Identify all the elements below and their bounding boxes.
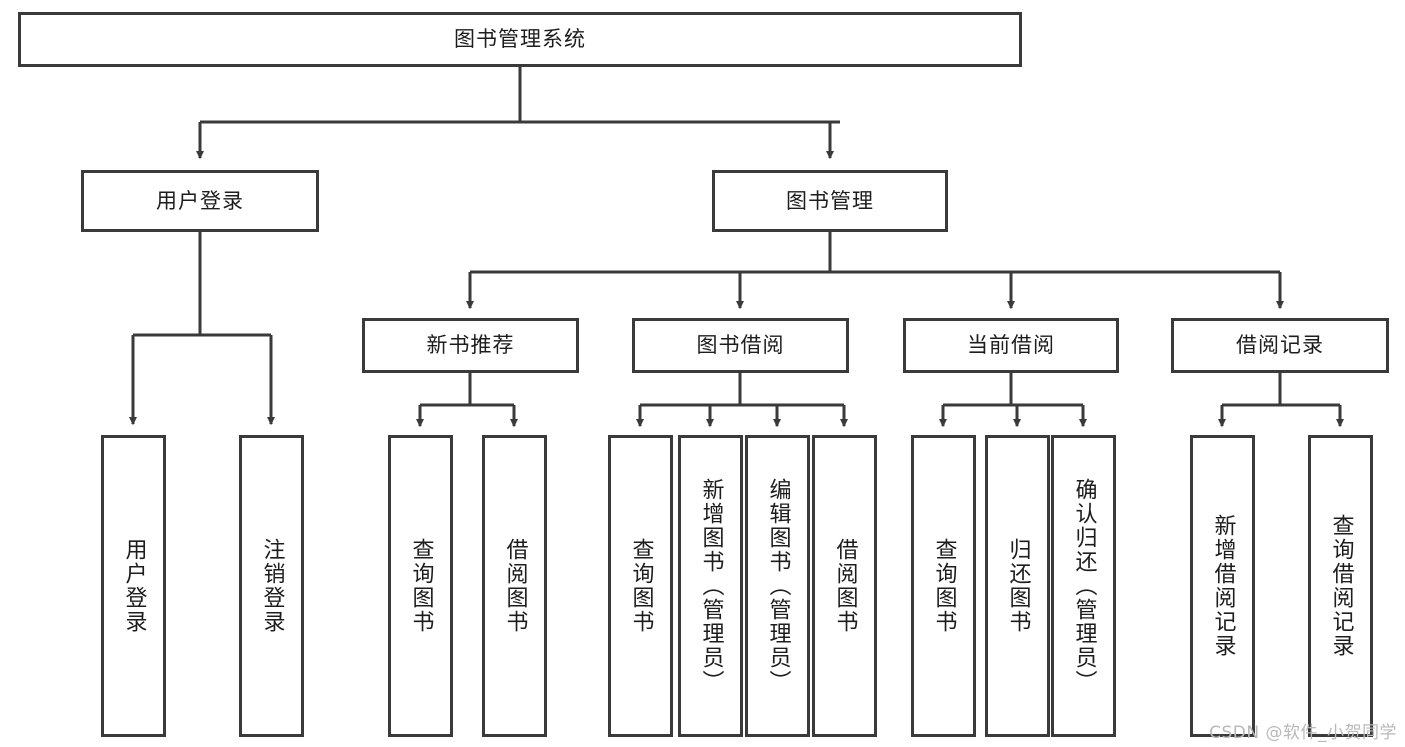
node-label: 新书推荐: [426, 333, 515, 358]
edge-root-to-level2: [195, 67, 840, 160]
node-leaf-query-book-recommend[interactable]: 查询图书: [388, 435, 453, 737]
node-user-login[interactable]: 用户登录: [81, 170, 319, 232]
csdn-watermark: CSDN @软件_小贺同学: [1209, 723, 1397, 743]
node-label: 查询图书: [931, 538, 957, 634]
node-label: 图书管理系统: [454, 27, 586, 52]
node-label: 图书管理: [786, 188, 874, 213]
node-label: 借阅记录: [1236, 333, 1324, 358]
node-label: 新增图书（管理员）: [698, 478, 724, 694]
node-leaf-edit-book-admin[interactable]: 编辑图书（管理员）: [745, 435, 810, 737]
node-label: 用户登录: [156, 188, 244, 213]
node-label: 新增借阅记录: [1210, 514, 1236, 658]
node-leaf-query-book-borrow[interactable]: 查询图书: [608, 435, 673, 737]
node-label: 用户登录: [121, 538, 147, 634]
node-root-system[interactable]: 图书管理系统: [18, 12, 1022, 67]
edge-new-book-rec-to-leaves: [415, 373, 519, 428]
node-label: 查询图书: [408, 538, 434, 634]
node-leaf-borrow-book-recommend[interactable]: 借阅图书: [482, 435, 547, 737]
node-leaf-borrow-book[interactable]: 借阅图书: [812, 435, 877, 737]
node-label: 确认归还（管理员）: [1071, 478, 1097, 694]
node-new-book-recommend[interactable]: 新书推荐: [362, 318, 579, 373]
node-leaf-confirm-return-admin[interactable]: 确认归还（管理员）: [1051, 435, 1116, 737]
node-leaf-add-borrow-record[interactable]: 新增借阅记录: [1190, 435, 1255, 737]
node-label: 查询图书: [628, 538, 654, 634]
node-leaf-user-login[interactable]: 用户登录: [101, 435, 166, 737]
node-leaf-query-borrow-record[interactable]: 查询借阅记录: [1308, 435, 1373, 737]
node-label: 注销登录: [259, 538, 285, 634]
node-book-borrow[interactable]: 图书借阅: [632, 318, 849, 373]
node-label: 当前借阅: [967, 333, 1055, 358]
node-label: 借阅图书: [502, 538, 528, 634]
node-leaf-logout[interactable]: 注销登录: [239, 435, 304, 737]
node-borrow-record[interactable]: 借阅记录: [1171, 318, 1389, 373]
node-label: 编辑图书（管理员）: [765, 478, 791, 694]
edge-borrow-record-to-leaves: [1217, 373, 1345, 428]
node-label: 借阅图书: [832, 538, 858, 634]
node-leaf-query-book-current[interactable]: 查询图书: [911, 435, 976, 737]
node-current-borrow[interactable]: 当前借阅: [903, 318, 1119, 373]
node-label: 图书借阅: [696, 333, 785, 358]
node-book-manage[interactable]: 图书管理: [712, 170, 948, 232]
edge-book-manage-to-level3: [465, 232, 1285, 310]
edge-current-borrow-to-leaves: [938, 373, 1088, 428]
node-label: 查询借阅记录: [1328, 514, 1354, 658]
edge-book-borrow-to-leaves: [635, 373, 849, 428]
node-leaf-return-book[interactable]: 归还图书: [985, 435, 1050, 737]
node-leaf-add-book-admin[interactable]: 新增图书（管理员）: [678, 435, 743, 737]
edge-user-login-to-leaves: [128, 232, 276, 426]
node-label: 归还图书: [1005, 538, 1031, 634]
